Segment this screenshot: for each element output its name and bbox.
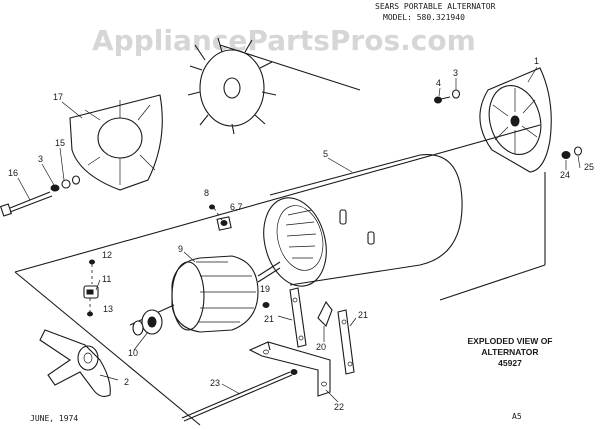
callout-10: 10 xyxy=(128,348,138,358)
brush-holder-part xyxy=(83,259,99,317)
footer-code: A5 xyxy=(512,412,522,421)
watermark: AppliancePartsPros.com xyxy=(92,24,476,57)
end-plate-part xyxy=(69,94,163,191)
bearing-part xyxy=(132,309,163,336)
callout-15: 15 xyxy=(55,138,65,148)
mounting-straps-part xyxy=(262,287,355,375)
base-bracket-part xyxy=(248,341,331,397)
callout-22: 22 xyxy=(334,402,344,412)
bolt-part xyxy=(0,175,81,217)
end-bell-hardware xyxy=(434,89,583,159)
leader-lines xyxy=(17,66,581,403)
callout-19: 19 xyxy=(260,284,270,294)
callout-25: 25 xyxy=(584,162,594,172)
end-bracket-part xyxy=(39,329,111,397)
callout-21-right: 21 xyxy=(358,310,368,320)
callout-3-left: 3 xyxy=(38,154,43,164)
callout-8: 8 xyxy=(204,188,209,198)
stator-housing-part xyxy=(263,154,463,287)
callout-labels: 1 2 3 3 4 5 6,7 8 9 10 11 12 13 15 16 17… xyxy=(8,56,594,412)
callout-24: 24 xyxy=(560,170,570,180)
caption: EXPLODED VIEW OF ALTERNATOR 45927 xyxy=(467,336,552,368)
header-model: MODEL: 580.321940 xyxy=(383,13,465,22)
callout-3-top: 3 xyxy=(453,68,458,78)
callout-13: 13 xyxy=(103,304,113,314)
caption-line-1: EXPLODED VIEW OF xyxy=(467,336,552,346)
end-bell-part xyxy=(479,67,552,173)
callout-9: 9 xyxy=(178,244,183,254)
callout-23: 23 xyxy=(210,378,220,388)
assembly-outline xyxy=(14,44,546,426)
caption-line-3: 45927 xyxy=(498,358,522,368)
fan-part xyxy=(187,37,277,135)
header-title: SEARS PORTABLE ALTERNATOR xyxy=(375,2,496,11)
callout-4: 4 xyxy=(436,78,441,88)
callout-12: 12 xyxy=(102,250,112,260)
callout-17: 17 xyxy=(53,92,63,102)
callout-2: 2 xyxy=(124,377,129,387)
terminal-part xyxy=(209,204,232,231)
caption-line-2: ALTERNATOR xyxy=(481,347,538,357)
callout-1: 1 xyxy=(534,56,539,66)
footer-date: JUNE, 1974 xyxy=(30,414,78,423)
callout-20: 20 xyxy=(316,342,326,352)
callout-16: 16 xyxy=(8,168,18,178)
callout-21-left: 21 xyxy=(264,314,274,324)
rod-part xyxy=(181,369,298,422)
callout-6-7: 6,7 xyxy=(230,202,243,212)
callout-5: 5 xyxy=(323,149,328,159)
callout-11: 11 xyxy=(102,274,111,284)
